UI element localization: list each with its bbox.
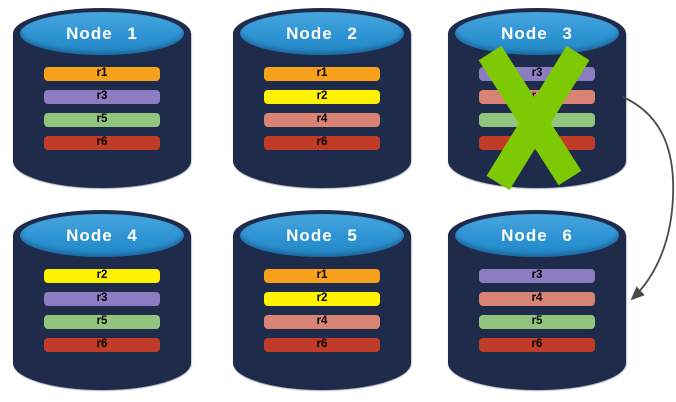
replica-label: r4 [316,113,328,126]
replica-rows: r1 r2 r4 r6 [264,67,380,159]
replica-row: r5 [44,315,160,329]
replica-rows: r1 r3 r5 r6 [44,67,160,159]
replica-label: r5 [96,113,108,126]
replica-row: r5 [479,315,595,329]
replica-row: r3 [44,292,160,306]
cylinder-face: Node 6 [455,214,619,257]
cylinder-face: Node 5 [240,214,404,257]
cylinder-face: Node 3 [455,12,619,55]
node-title: Node 3 [501,23,573,43]
node-title: Node 4 [66,225,138,245]
node-title: Node 2 [286,23,358,43]
replica-label: r3 [531,67,543,80]
cylinder-face: Node 2 [240,12,404,55]
replica-row: r2 [264,90,380,104]
replica-row: r4 [479,292,595,306]
replica-row: r6 [264,338,380,352]
replica-label: r3 [531,269,543,282]
cylinder-face: Node 1 [20,12,184,55]
replica-row: r6 [44,136,160,150]
replica-label: r2 [316,292,328,305]
replica-row: r4 [264,315,380,329]
replica-rows: r1 r2 r4 r6 [264,269,380,361]
node-title: Node 1 [66,23,138,43]
replica-row: r5 [44,113,160,127]
replica-row: r6 [44,338,160,352]
replica-label: r2 [316,90,328,103]
replica-label: r3 [96,292,108,305]
replica-row: r3 [44,90,160,104]
replica-label: r3 [96,90,108,103]
replica-label: r4 [316,315,328,328]
replica-label: r2 [96,269,108,282]
replica-label: r4 [531,292,543,305]
replica-label: r5 [96,315,108,328]
replica-label: r1 [316,67,328,80]
node-5-cylinder: Node 5 r1 r2 r4 r6 [233,210,411,390]
node-4-cylinder: Node 4 r2 r3 r5 r6 [13,210,191,390]
replica-row: r2 [264,292,380,306]
replica-label: r1 [96,67,108,80]
replica-label: r6 [316,338,328,351]
replica-row: r1 [44,67,160,81]
replica-row: r1 [264,269,380,283]
replica-row: r3 [479,269,595,283]
node-2-cylinder: Node 2 r1 r2 r4 r6 [233,8,411,188]
node-title: Node 5 [286,225,358,245]
replica-row: r6 [264,136,380,150]
node-6-cylinder: Node 6 r3 r4 r5 r6 [448,210,626,390]
replica-row: r4 [264,113,380,127]
node-1-cylinder: Node 1 r1 r3 r5 r6 [13,8,191,188]
node-title: Node 6 [501,225,573,245]
replica-row: r1 [264,67,380,81]
replica-label: r6 [96,338,108,351]
replica-row: r6 [479,338,595,352]
cylinder-face: Node 4 [20,214,184,257]
node-3-cylinder: Node 3 r3 r4 r5 r6 [448,8,626,191]
failover-arrow-path [622,96,675,301]
replica-label: r6 [316,136,328,149]
replica-rows: r3 r4 r5 r6 [479,269,595,361]
replica-label: r5 [531,315,543,328]
replica-label: r6 [96,136,108,149]
replica-label: r1 [316,269,328,282]
replica-row: r2 [44,269,160,283]
failure-x-icon [478,45,590,191]
replica-rows: r2 r3 r5 r6 [44,269,160,361]
replica-label: r6 [531,338,543,351]
